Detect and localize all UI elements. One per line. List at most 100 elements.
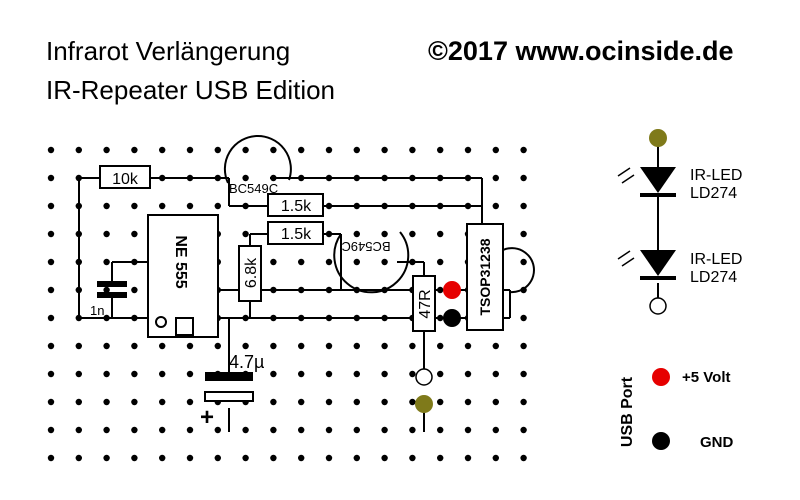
usb-gnd-pad (652, 432, 670, 450)
board-hole (381, 146, 388, 154)
resistor-1k5-a (267, 193, 324, 217)
board-hole (520, 370, 527, 378)
board-hole (464, 454, 472, 462)
board-hole (214, 146, 221, 154)
board-hole (75, 454, 83, 462)
capacitor-4u7-label: 4.7µ (229, 352, 264, 372)
board-hole (270, 426, 277, 434)
board-hole (242, 426, 249, 434)
board-hole (409, 370, 416, 378)
board-hole (75, 146, 83, 154)
board-hole (47, 398, 55, 406)
transistor-b-label: BC549C (341, 239, 390, 254)
board-hole (103, 398, 110, 406)
board-hole (325, 398, 333, 406)
board-hole (353, 258, 360, 266)
ir-led-1-bar (640, 193, 676, 197)
board-hole (270, 342, 277, 350)
resistor-47r-label: 47R (417, 289, 434, 318)
board-hole (298, 258, 305, 266)
board-hole (159, 454, 166, 462)
board-hole (520, 258, 527, 266)
board-hole (47, 314, 55, 322)
board-hole (437, 258, 444, 266)
board-hole (437, 454, 444, 462)
board-hole (103, 258, 110, 266)
board-hole (103, 370, 110, 378)
board-hole (186, 370, 194, 378)
board-hole (242, 342, 249, 350)
board-hole (47, 370, 55, 378)
board-hole (131, 202, 138, 210)
board-hole (214, 342, 221, 350)
capacitor-1n-plate-bottom (97, 292, 127, 298)
board-hole (381, 398, 388, 406)
resistor-6k8 (238, 245, 262, 302)
board-hole (131, 454, 138, 462)
board-hole (520, 314, 527, 322)
board-hole (75, 426, 83, 434)
board-hole (298, 370, 305, 378)
board-hole (159, 398, 166, 406)
board-hole (464, 426, 472, 434)
board-hole (381, 454, 388, 462)
resistor-6k8-label: 6.8k (243, 257, 260, 288)
board-hole (159, 370, 166, 378)
board-hole (464, 342, 472, 350)
board-hole (270, 146, 277, 154)
board-hole (186, 342, 194, 350)
board-hole (131, 370, 138, 378)
title-line-1: Infrarot Verlängerung (46, 36, 291, 66)
board-hole (242, 146, 249, 154)
board-hole (214, 202, 221, 210)
board-hole (492, 174, 499, 182)
resistor-1k5-b-label: 1.5k (281, 226, 312, 243)
board-hole (298, 454, 305, 462)
board-hole (47, 342, 55, 350)
board-hole (186, 454, 194, 462)
board-hole (325, 146, 333, 154)
transistor-b (333, 231, 410, 294)
board-hole (520, 398, 527, 406)
board-hole (47, 146, 55, 154)
board-hole (520, 202, 527, 210)
board-hole (492, 202, 499, 210)
pad-ground-black (443, 309, 461, 327)
board-hole (409, 426, 416, 434)
board-hole (47, 202, 55, 210)
ir-led-2-bar (640, 276, 676, 280)
pad-power-red (443, 281, 461, 299)
board-hole (437, 370, 444, 378)
board-hole (325, 342, 333, 350)
capacitor-1n-label: 1n (90, 303, 104, 318)
board-hole (214, 426, 221, 434)
board-hole (186, 398, 194, 406)
ir-led-1-emission-icon (617, 167, 635, 184)
board-hole (298, 342, 305, 350)
copyright-text: ©2017 www.ocinside.de (428, 36, 734, 66)
board-hole (437, 426, 444, 434)
board-hole (131, 230, 138, 238)
board-hole (159, 426, 166, 434)
board-hole (298, 398, 305, 406)
ic-pin1-marker (155, 316, 167, 328)
board-hole (353, 398, 360, 406)
board-hole (520, 174, 527, 182)
board-hole (75, 370, 83, 378)
capacitor-plus-sign: + (200, 404, 214, 431)
board-hole (103, 454, 110, 462)
board-hole (186, 146, 194, 154)
board-hole (103, 230, 110, 238)
board-hole (242, 174, 249, 182)
usb-gnd-label: GND (700, 434, 734, 451)
board-hole (464, 398, 472, 406)
board-hole (103, 146, 110, 154)
board-hole (131, 426, 138, 434)
board-hole (131, 342, 138, 350)
board-hole (47, 230, 55, 238)
board-hole (381, 342, 388, 350)
board-hole (159, 342, 166, 350)
capacitor-1n-plate-top (97, 281, 127, 287)
pad-led-cathode (415, 368, 433, 386)
board-hole (214, 454, 221, 462)
